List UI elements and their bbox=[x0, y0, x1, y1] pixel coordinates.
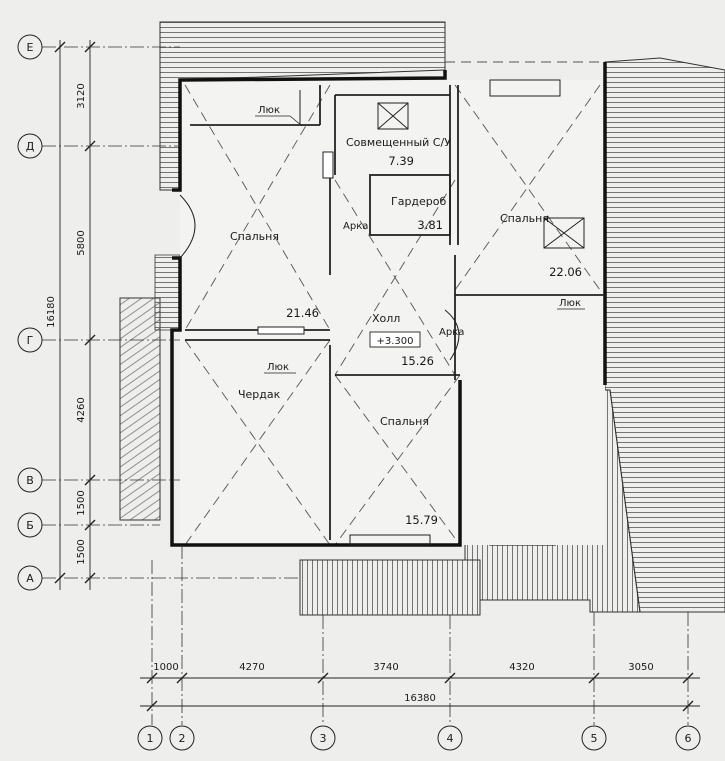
dim-h-4320: 4320 bbox=[509, 662, 534, 673]
room-diagonals bbox=[184, 61, 605, 546]
fixtures bbox=[179, 79, 585, 546]
axis-label-5: 5 bbox=[591, 732, 598, 745]
wardrobe-area: 3.81 bbox=[417, 218, 443, 232]
bedroom-bottom-area: 15.79 bbox=[405, 513, 438, 527]
axis-label-3: 3 bbox=[320, 732, 327, 745]
axis-number-bubbles: 1 2 3 4 5 6 bbox=[137, 725, 701, 751]
hatch-mid-label: Люк bbox=[267, 362, 289, 373]
axis-letter-bubbles: Е Д Г В Б А bbox=[17, 34, 43, 591]
hall-area: 15.26 bbox=[401, 354, 434, 368]
wardrobe-label: Гардероб bbox=[391, 195, 447, 208]
vertical-dimensions: 3120 5800 4260 1500 1500 16180 bbox=[46, 83, 87, 564]
dim-v-3120: 3120 bbox=[76, 83, 87, 108]
axis-label-2: 2 bbox=[179, 732, 186, 745]
bath-label: Совмещенный С/У bbox=[346, 136, 451, 149]
bedroom-left-label: Спальня bbox=[230, 230, 279, 243]
dimension-lines bbox=[54, 40, 700, 712]
axis-label-a: А bbox=[26, 572, 34, 585]
arch-left-label: Арка bbox=[343, 221, 368, 232]
axis-label-b: Б bbox=[26, 519, 34, 532]
axis-label-d: Д bbox=[26, 140, 35, 153]
dim-h-3050: 3050 bbox=[628, 662, 653, 673]
dim-v-total: 16180 bbox=[46, 296, 57, 328]
attic-label: Чердак bbox=[238, 388, 281, 401]
horizontal-dimensions: 1000 4270 3740 4320 3050 16380 bbox=[153, 662, 653, 704]
dim-h-total: 16380 bbox=[404, 693, 436, 704]
axis-label-1: 1 bbox=[147, 732, 154, 745]
axis-label-e: Е bbox=[27, 41, 34, 54]
dim-v-5800: 5800 bbox=[76, 230, 87, 255]
dim-v-4260: 4260 bbox=[76, 397, 87, 422]
hall-label: Холл bbox=[372, 312, 400, 325]
bedroom-right-area: 22.06 bbox=[549, 265, 582, 279]
tags: Люк Люк Люк Арка Арка bbox=[255, 105, 585, 374]
room-labels: Совмещенный С/У 7.39 Гардероб 3.81 Спаль… bbox=[230, 136, 582, 527]
axis-label-6: 6 bbox=[685, 732, 692, 745]
dim-h-3740: 3740 bbox=[373, 662, 398, 673]
dim-h-4270: 4270 bbox=[239, 662, 264, 673]
bedroom-right-label: Спальня bbox=[500, 212, 549, 225]
arch-right-label: Арка bbox=[439, 327, 464, 338]
hatch-stair-label: Люк bbox=[559, 298, 581, 309]
interior-walls bbox=[185, 85, 605, 540]
bedroom-left-area: 21.46 bbox=[286, 306, 319, 320]
level-mark-box bbox=[369, 331, 421, 348]
dim-v-1500-a: 1500 bbox=[76, 490, 87, 515]
dim-v-1500-b: 1500 bbox=[76, 539, 87, 564]
dim-h-1000: 1000 bbox=[153, 662, 178, 673]
axis-label-4: 4 bbox=[447, 732, 454, 745]
axis-label-g: Г bbox=[27, 334, 34, 347]
axis-label-v: В bbox=[26, 474, 34, 487]
hatch-top-label: Люк bbox=[258, 105, 280, 116]
bedroom-bottom-label: Спальня bbox=[380, 415, 429, 428]
bath-area: 7.39 bbox=[388, 154, 414, 168]
hall-level: +3.300 bbox=[376, 336, 413, 347]
